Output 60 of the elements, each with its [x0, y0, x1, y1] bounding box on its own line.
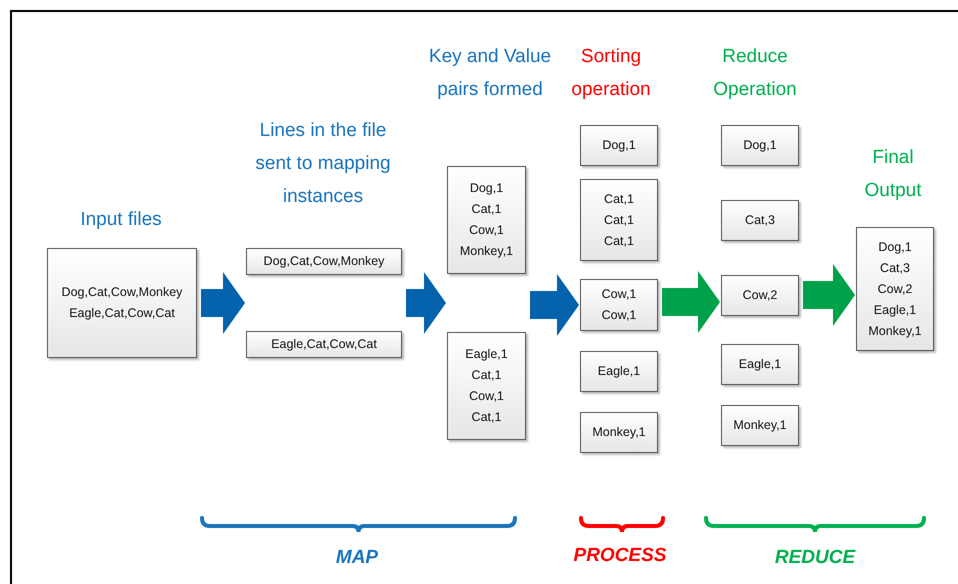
- record-text: Monkey,1: [460, 243, 514, 260]
- record-text: Monkey,1: [592, 424, 646, 441]
- column-heading: Final Output: [863, 146, 923, 203]
- record-text: Cow,1: [602, 286, 636, 303]
- record-text: Cat,1: [604, 232, 634, 250]
- data-box: [447, 332, 526, 440]
- data-box: [721, 275, 799, 316]
- record-text: Dog,1: [743, 137, 777, 154]
- block-arrow: [406, 272, 446, 334]
- phase-label: REDUCE: [774, 547, 856, 569]
- record-text: Cow,1: [469, 222, 504, 239]
- data-box: [580, 412, 658, 453]
- record-text: Cow,2: [878, 280, 912, 298]
- record-text: Eagle,1: [738, 356, 782, 373]
- record-text: Eagle,Cat,Cow,Cat: [69, 305, 175, 322]
- record-text: Cat,1: [472, 201, 502, 218]
- record-text: Dog,1: [602, 137, 636, 154]
- data-box: [580, 179, 658, 261]
- column-heading: Key and Value pairs formed: [428, 45, 552, 102]
- data-box: [580, 279, 658, 331]
- record-text: Dog,1: [470, 180, 504, 197]
- record-text: Eagle,1: [465, 346, 508, 363]
- record-text: Eagle,Cat,Cow,Cat: [271, 336, 377, 353]
- record-text: Cat,1: [472, 367, 502, 384]
- data-box: [580, 351, 658, 392]
- record-text: Eagle,1: [598, 363, 640, 380]
- record-text: Cat,1: [604, 212, 634, 228]
- record-text: Cow,1: [602, 307, 636, 324]
- record-text: Dog,1: [878, 238, 912, 256]
- column-heading: Sorting operation: [570, 45, 652, 102]
- record-text: Cow,2: [742, 287, 778, 304]
- column-heading: Input files: [79, 208, 163, 232]
- record-text: Dog,Cat,Cow,Monkey: [264, 253, 384, 270]
- phase-label: MAP: [336, 547, 378, 569]
- block-arrow: [530, 274, 579, 336]
- record-text: Dog,Cat,Cow,Monkey: [62, 284, 182, 301]
- record-text: Monkey,1: [868, 322, 922, 340]
- block-arrow: [201, 272, 245, 334]
- block-arrow: [662, 271, 720, 333]
- phase-label: PROCESS: [574, 545, 666, 567]
- data-box: [246, 248, 402, 275]
- data-box: [721, 344, 799, 385]
- record-text: Cat,3: [880, 260, 910, 276]
- data-box: [447, 166, 526, 274]
- data-box: [580, 125, 658, 166]
- data-box: [47, 248, 197, 358]
- data-box: [856, 227, 934, 351]
- data-box: [246, 331, 402, 358]
- record-text: Cat,3: [745, 212, 775, 229]
- block-arrow: [803, 264, 855, 326]
- column-heading: Lines in the file sent to mapping instances: [254, 119, 392, 209]
- record-text: Cat,1: [472, 409, 502, 426]
- record-text: Monkey,1: [733, 417, 787, 434]
- data-box: [721, 405, 799, 446]
- record-text: Cow,1: [469, 388, 504, 405]
- column-heading: Reduce Operation: [712, 45, 798, 102]
- data-box: [721, 125, 799, 166]
- record-text: Eagle,1: [874, 302, 916, 319]
- data-box: [721, 200, 799, 241]
- record-text: Cat,1: [604, 190, 634, 208]
